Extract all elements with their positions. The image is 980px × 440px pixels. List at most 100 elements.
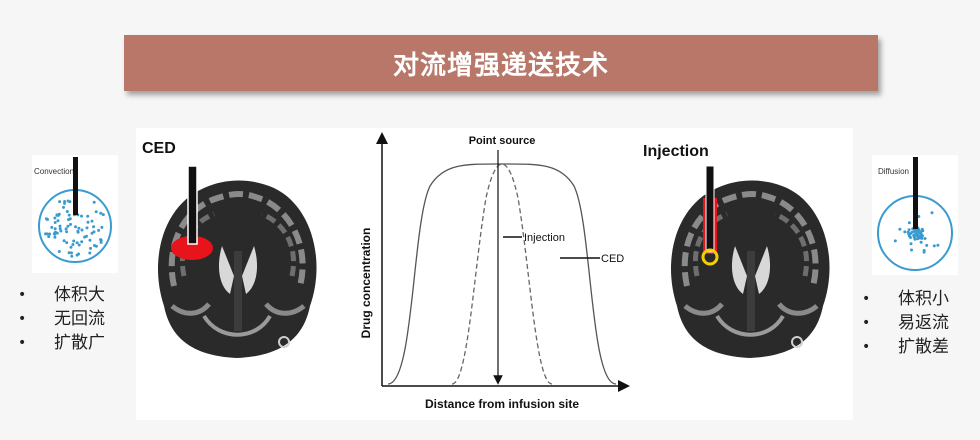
convection-dot [53, 235, 57, 239]
convection-dot [44, 232, 47, 236]
diffusion-catheter [913, 157, 918, 229]
convection-dot [58, 224, 62, 228]
convection-dot [88, 238, 92, 242]
convection-dot [89, 246, 92, 250]
convection-diagram [38, 157, 112, 263]
diffusion-dots [893, 211, 940, 254]
convection-dot [71, 243, 75, 246]
diffusion-diagram [877, 157, 953, 271]
convection-dot [55, 231, 59, 235]
convection-label: Convection [34, 167, 75, 176]
ced-catheter [187, 166, 198, 245]
convection-dot [68, 200, 72, 204]
convection-dot [53, 216, 57, 220]
point-source-label: Point source [469, 135, 536, 147]
ced-curve-label: CED [601, 253, 624, 265]
diffusion-dot [919, 232, 923, 236]
convection-dot [50, 225, 54, 229]
list-item: 扩散广 [18, 331, 105, 355]
diffusion-features: 体积小 易返流 扩散差 [862, 287, 949, 359]
list-item: 无回流 [18, 307, 105, 331]
diffusion-dot [922, 250, 926, 254]
convection-dot [80, 214, 83, 218]
convection-dot [101, 213, 105, 217]
convection-dot [67, 218, 70, 222]
convection-dot [86, 214, 90, 218]
convection-dots [44, 199, 105, 258]
convection-dot [69, 245, 73, 249]
convection-dot [70, 254, 74, 258]
diffusion-dot [917, 234, 921, 238]
convection-features: 体积大 无回流 扩散广 [18, 283, 105, 355]
convection-dot [67, 213, 71, 217]
convection-dot [97, 228, 101, 232]
convection-dot [85, 226, 89, 230]
list-item: 易返流 [862, 311, 949, 335]
diffusion-dot [910, 248, 913, 252]
ced-distribution-area [171, 236, 213, 260]
convection-dot [94, 210, 98, 214]
concentration-chart: Point source Drug concentration Distance… [359, 132, 630, 411]
convection-dot [75, 241, 79, 245]
convection-dot [99, 240, 103, 244]
ced-curve [387, 163, 617, 385]
diffusion-dot [913, 237, 917, 241]
list-item: 体积大 [18, 283, 105, 307]
injection-brain-image [670, 180, 830, 358]
convection-dot [62, 205, 65, 209]
comparison-panel: CED Injection [136, 128, 853, 420]
convection-dot [47, 235, 51, 239]
diffusion-dot [898, 227, 902, 231]
convection-catheter [73, 157, 78, 215]
diffusion-dot [893, 239, 897, 243]
diffusion-dot [925, 243, 929, 247]
injection-brain-mri [657, 166, 842, 366]
convection-dot [66, 224, 70, 228]
convection-dot [48, 232, 52, 236]
diffusion-dot [932, 244, 936, 248]
list-item: 扩散差 [862, 335, 949, 359]
convection-dot [88, 251, 92, 255]
diffusion-dot [920, 227, 924, 231]
convection-dot [65, 230, 69, 234]
diffusion-dot [907, 234, 911, 238]
diffusion-dot [917, 215, 921, 218]
convection-dot [99, 238, 103, 242]
convection-dot [80, 240, 84, 244]
y-axis-label: Drug concentration [359, 228, 373, 339]
diffusion-dot [919, 240, 923, 244]
convection-dot [76, 229, 80, 233]
convection-dot [64, 227, 68, 231]
convection-dot [67, 251, 71, 255]
convection-dot [86, 220, 90, 224]
convection-dot [77, 252, 81, 256]
injection-site-ring [701, 248, 719, 266]
injection-needle [705, 166, 715, 253]
convection-dot [65, 241, 69, 245]
convection-dot [90, 231, 94, 235]
convection-dot [74, 225, 77, 229]
convection-dot [58, 227, 62, 231]
convection-dot [65, 210, 69, 213]
convection-dot [53, 227, 57, 231]
convection-dot [92, 200, 96, 204]
diffusion-dot [903, 230, 907, 234]
injection-curve [451, 163, 553, 385]
diffusion-dot [907, 221, 911, 225]
convection-dot [57, 250, 61, 253]
convection-dot [92, 225, 96, 229]
diffusion-dot [918, 236, 922, 240]
diffusion-dot [936, 243, 940, 247]
convection-card: Convection [32, 155, 118, 273]
injection-curve-label: Injection [524, 232, 565, 244]
convection-dot [53, 221, 57, 224]
ced-brain-image [157, 180, 317, 358]
diffusion-dot [909, 242, 913, 246]
ced-brain-mri [144, 166, 329, 366]
convection-dot [94, 244, 98, 248]
convection-dot [62, 239, 66, 243]
convection-dot [80, 228, 84, 232]
diffusion-dot [930, 211, 934, 215]
convection-dot [72, 239, 76, 243]
convection-dot [90, 219, 94, 223]
